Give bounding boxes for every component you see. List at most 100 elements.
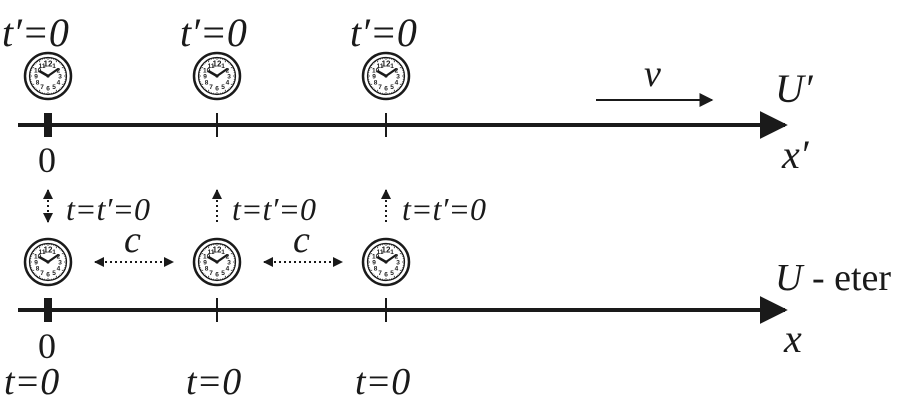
clock-tick [229,249,231,251]
clock-numeral: 9 [372,260,376,267]
clock-tick [370,271,373,274]
clock-tick [40,58,42,61]
clock-numeral: 1 [52,63,56,70]
clock-numeral: 3 [227,74,231,81]
clock-tick [370,250,373,253]
clock-numeral: 5 [221,84,225,91]
clock-pin [215,74,219,78]
clock-tick [392,244,394,247]
clock-numeral: 7 [378,270,382,277]
clock-numeral: 6 [46,86,50,93]
clock-tick [378,244,380,247]
clock-tick [224,245,227,249]
clock-numeral: 4 [57,266,61,273]
clock-tick [34,273,36,275]
clock-tick [374,275,377,278]
clock-tick [32,271,35,274]
velocity-label: v [644,53,661,95]
clock-tick [230,269,234,272]
clock-tick [205,275,208,278]
clock-tick [232,68,235,70]
clock-tick [60,273,62,275]
clock-tick [31,252,35,255]
clock-tick [38,275,41,279]
clock-tick [223,244,225,247]
clock-tick [36,246,39,249]
clock-minute-hand [215,254,228,264]
clock-tick [228,248,230,250]
clock-numeral: 1 [390,249,394,256]
clock-tick [224,89,227,93]
clock-tick [368,254,371,256]
clock-numeral: 1 [221,63,225,70]
clock-numeral: 1 [390,63,394,70]
clock-tick [199,254,202,256]
clock-tick [57,246,60,249]
clock-numeral: 6 [46,272,50,279]
clock-tick [393,275,396,279]
clock-tick [207,275,210,279]
clock-tick [60,87,62,89]
clock-tick [401,68,404,70]
clock-tick [30,268,33,270]
clock-tick [368,68,371,70]
clock-tick [374,246,377,249]
clock-tick [54,91,56,94]
clock-numeral: 7 [209,84,213,91]
clock-tick [63,268,66,270]
lower-axis-label: x [783,316,802,361]
clock-tick [209,277,211,280]
clock-tick [393,245,396,249]
clock-numeral: 12 [213,246,222,255]
clock-numeral: 2 [395,68,399,75]
clock-tick [229,63,231,65]
clock-tick [399,64,402,67]
clock-tick [59,88,61,90]
clock-numeral: 8 [36,80,40,87]
clock-numeral: 8 [374,266,378,273]
clock-numeral: 11 [377,63,384,70]
clock-tick [30,68,33,70]
clock-tick [399,85,402,88]
clock-numeral: 9 [34,74,38,81]
clock-tick [203,87,205,89]
clock-tick [201,271,204,274]
upper-origin-tick [44,113,52,137]
clock-tick [200,83,204,86]
clock-tick [228,88,230,90]
clock-numeral: 6 [384,272,388,279]
clock-tick [224,59,227,63]
clock-tick [232,254,235,256]
clock-numeral: 10 [372,254,380,261]
clock-pin [46,260,50,264]
clock-numeral: 1 [52,249,56,256]
clock-tick [399,66,403,69]
clock-numeral: 3 [58,74,62,81]
clock-tick [226,275,229,278]
clock-tick [30,82,33,84]
clock-tick [368,82,371,84]
clock-numeral: 7 [40,270,44,277]
clock-tick [223,277,225,280]
clock-tick [54,58,56,61]
clock-numeral: 3 [58,260,62,267]
clock-numeral: 8 [36,266,40,273]
clock-tick [228,274,230,276]
clock-tick [399,252,403,255]
clock-numeral: 10 [34,68,42,75]
clock-tick [35,62,37,64]
lower-frame-label: U - eter [775,257,891,299]
clock-tick [204,88,206,90]
clock-numeral: 7 [209,270,213,277]
clock-tick [205,89,208,92]
clock-tick [232,82,235,84]
clock-numeral: 11 [208,249,215,256]
clock-tick [399,269,403,272]
clock-tick [376,245,379,249]
clock-tick [368,268,371,270]
sync-label-2: t=t′=0 [232,191,316,227]
clock-tick [226,60,229,63]
